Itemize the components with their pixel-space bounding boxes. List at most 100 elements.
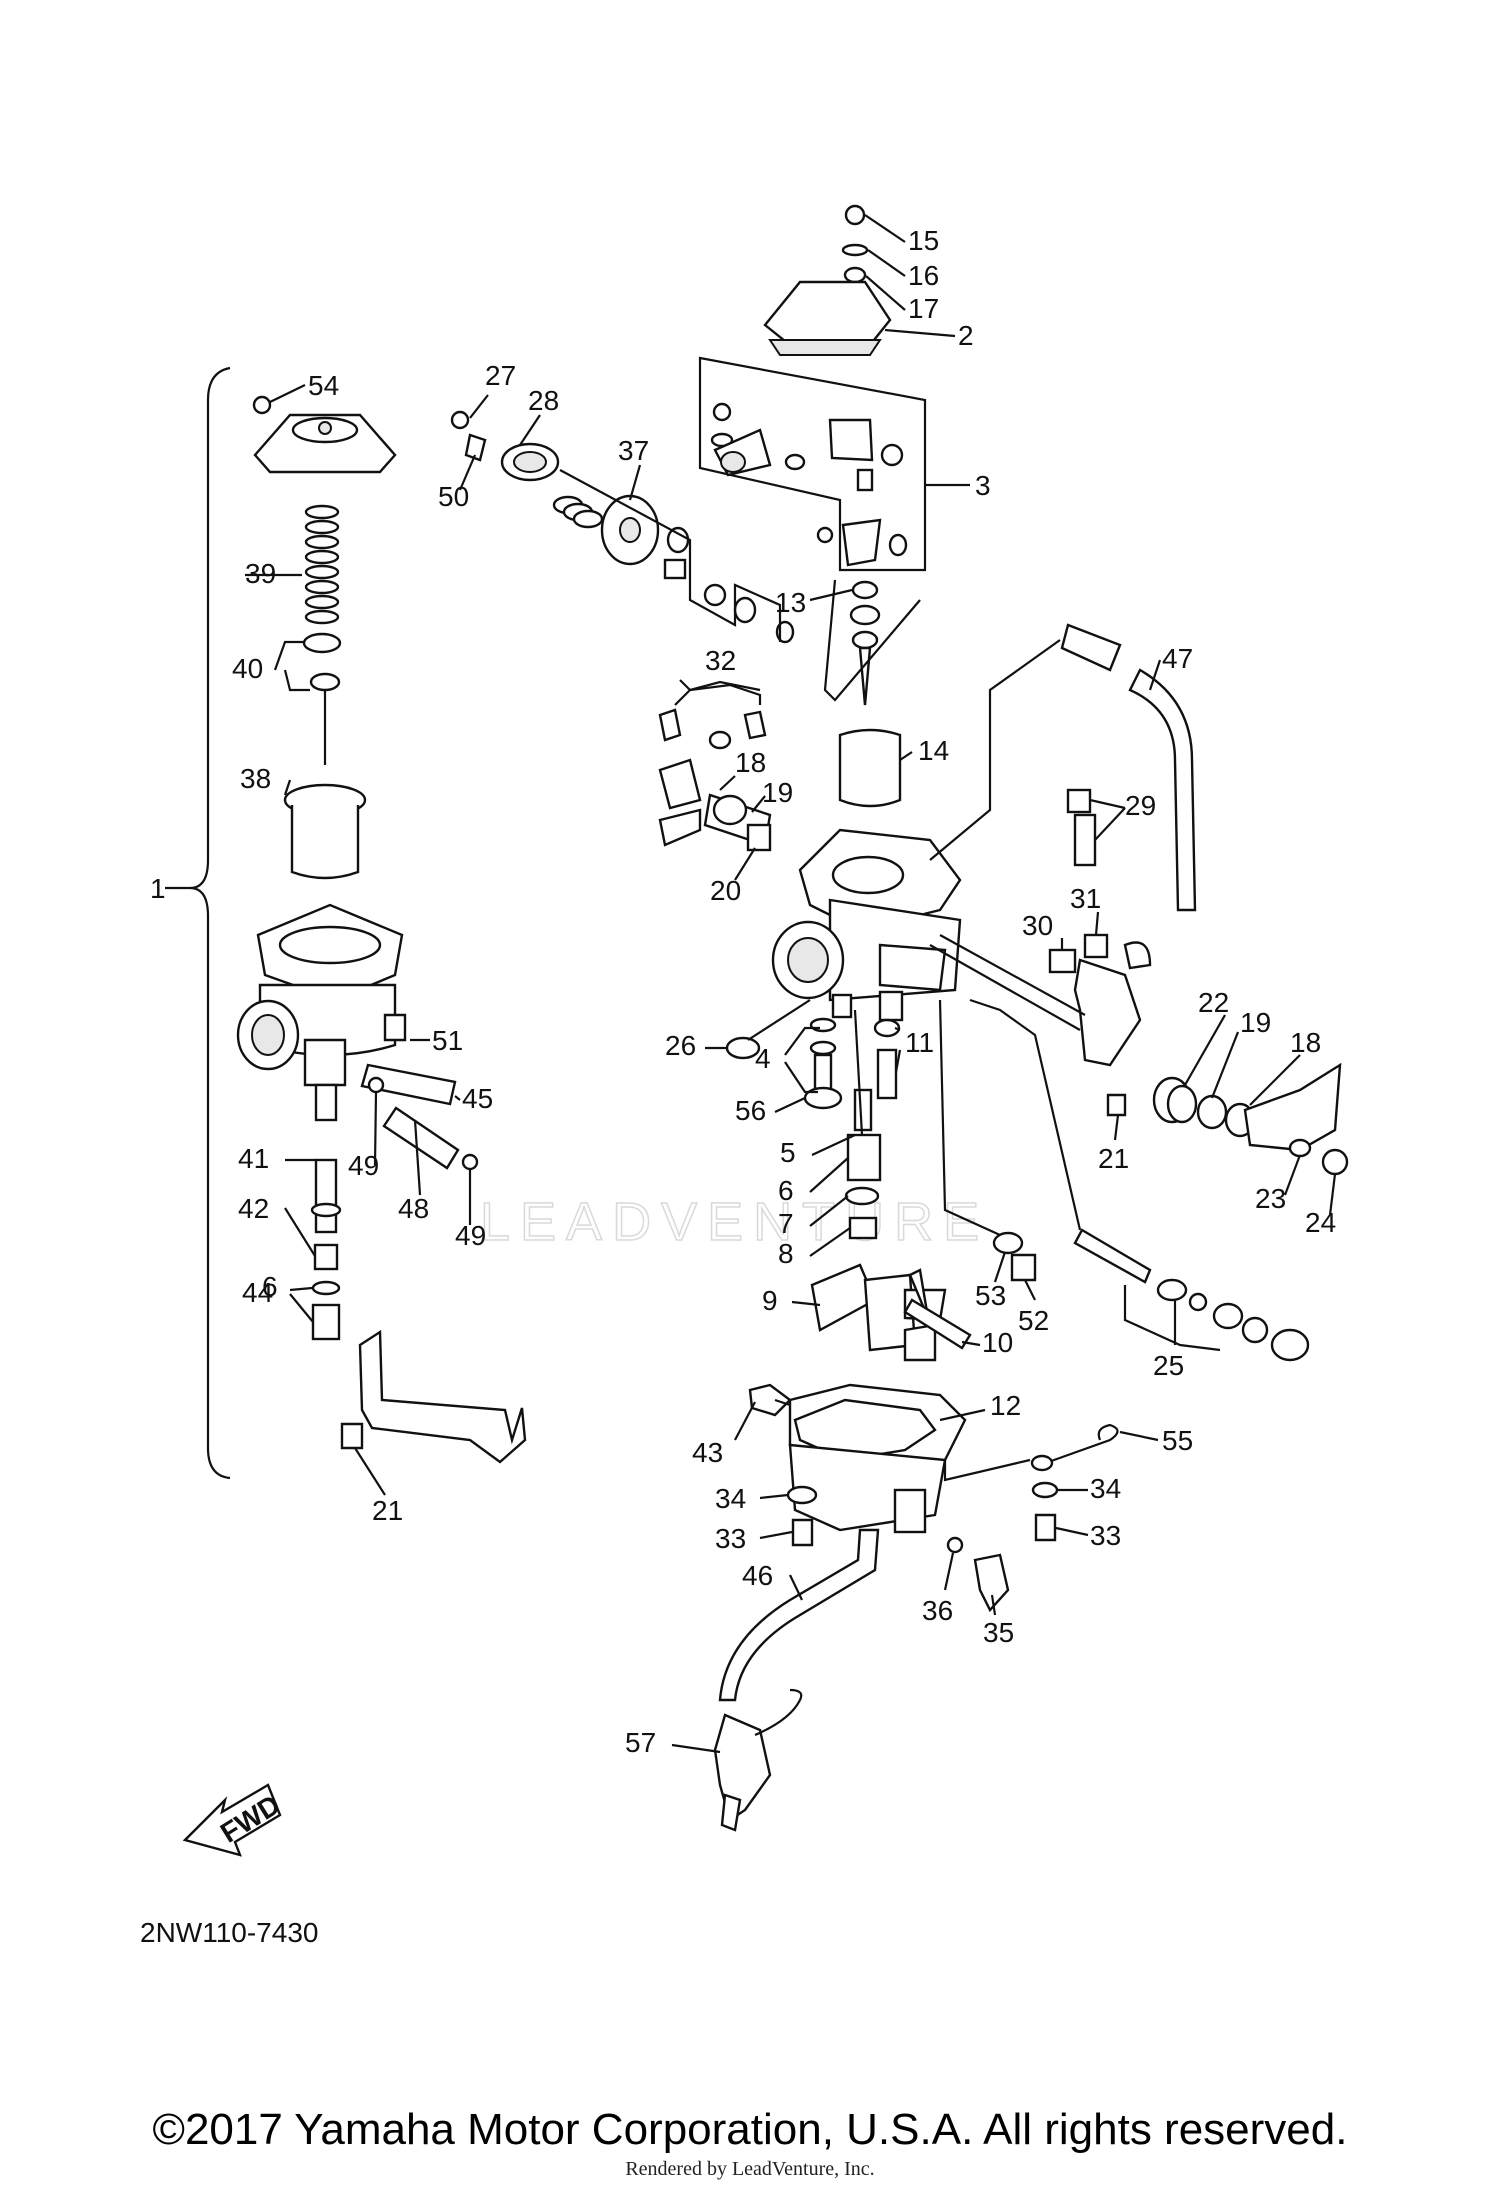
callout-46: 46 [742, 1560, 773, 1591]
washer-34-right [1031, 1481, 1059, 1499]
idle-screw-set [1048, 788, 1152, 974]
jet-holder-41 [314, 1158, 338, 1234]
main-carburetor-body [771, 828, 962, 1022]
callout-18b: 18 [1290, 1027, 1321, 1058]
callout-44: 44 [242, 1277, 273, 1308]
callout-2: 2 [958, 320, 974, 351]
callout-42: 42 [238, 1193, 269, 1224]
callout-33: 33 [715, 1523, 746, 1554]
callout-12: 12 [990, 1390, 1021, 1421]
callout-15: 15 [908, 225, 939, 256]
callout-38: 38 [240, 763, 271, 794]
float-part [810, 1263, 972, 1362]
vent-hose-47b [1128, 668, 1197, 912]
callout-34: 34 [715, 1483, 746, 1514]
callout-36: 36 [922, 1595, 953, 1626]
callout-49b: 49 [455, 1220, 486, 1251]
bracket-3 [698, 356, 927, 572]
callout-48: 48 [398, 1193, 429, 1224]
callout-17: 17 [908, 293, 939, 324]
screw-21-left [340, 1422, 364, 1450]
callout-7: 7 [778, 1208, 794, 1239]
callout-19b: 19 [1240, 1007, 1271, 1038]
callout-31: 31 [1070, 883, 1101, 914]
callout-26: 26 [665, 1030, 696, 1061]
callout-41: 41 [238, 1143, 269, 1174]
screw-33-right [1034, 1513, 1057, 1542]
callout-14: 14 [918, 735, 949, 766]
callout-54: 54 [308, 370, 339, 401]
callout-labels: 1 2 3 4 5 6 6 7 8 9 10 11 12 13 14 15 16… [150, 225, 1336, 1758]
callout-21b: 21 [372, 1495, 403, 1526]
callout-19: 19 [762, 777, 793, 808]
drain-screw-35 [973, 1553, 1010, 1613]
callout-47: 47 [1162, 643, 1193, 674]
jet-set-parts [725, 1017, 901, 1240]
rendered-by-notice: Rendered by LeadVenture, Inc. [625, 2158, 875, 2180]
callout-1: 1 [150, 873, 166, 904]
jet-42 [313, 1243, 339, 1271]
callout-50: 50 [438, 481, 469, 512]
callout-40: 40 [232, 653, 263, 684]
accelerator-pump-cover [450, 410, 795, 644]
callout-22: 22 [1198, 987, 1229, 1018]
callout-52: 52 [1018, 1305, 1049, 1336]
choke-lever-right [1152, 1062, 1349, 1176]
jet-needle-part [302, 632, 342, 765]
top-cover-part [252, 395, 397, 474]
callout-9: 9 [762, 1285, 778, 1316]
callout-35: 35 [983, 1617, 1014, 1648]
washer-53 [992, 1231, 1024, 1255]
left-carburetor-body [236, 903, 404, 1122]
needle-valve-set [838, 580, 902, 808]
callout-45: 45 [462, 1083, 493, 1114]
callout-53: 53 [975, 1280, 1006, 1311]
callout-8: 8 [778, 1238, 794, 1269]
tube-45 [360, 1063, 457, 1106]
tube-48 [382, 1106, 460, 1170]
spring-part [304, 504, 340, 625]
callout-6b: 6 [262, 1271, 278, 1302]
screw-51 [383, 1013, 407, 1042]
callout-57: 57 [625, 1727, 656, 1758]
carb-cover-assembly [763, 204, 892, 356]
watermark-text: LEADVENTURE [480, 1192, 989, 1252]
callout-51: 51 [432, 1025, 463, 1056]
callout-18: 18 [735, 747, 766, 778]
callout-43: 43 [692, 1437, 723, 1468]
leader-lines [245, 214, 1337, 1754]
piston-valve-part [283, 783, 367, 880]
callout-56: 56 [735, 1095, 766, 1126]
callout-37: 37 [618, 435, 649, 466]
callout-23: 23 [1255, 1183, 1286, 1214]
callout-49: 49 [348, 1150, 379, 1181]
throttle-link-parts [710, 402, 908, 567]
callout-5: 5 [780, 1137, 796, 1168]
callout-33b: 33 [1090, 1520, 1121, 1551]
mounting-bracket [358, 1329, 527, 1464]
vent-hose-47 [1060, 623, 1122, 672]
callout-16: 16 [908, 260, 939, 291]
pilot-screw-set [1073, 1228, 1310, 1362]
callout-39: 39 [245, 558, 276, 589]
callout-13: 13 [775, 587, 806, 618]
fwd-arrow-icon: FWD [182, 1783, 285, 1857]
callout-30: 30 [1022, 910, 1053, 941]
diagram-code: 2NW110-7430 [140, 1917, 318, 1948]
callout-28: 28 [528, 385, 559, 416]
clip-55 [1039, 1423, 1119, 1467]
callout-55: 55 [1162, 1425, 1193, 1456]
drain-hose-46 [718, 1528, 880, 1702]
callout-11: 11 [905, 1027, 934, 1058]
callout-6: 6 [778, 1175, 794, 1206]
bolt-52 [1010, 1253, 1037, 1282]
plug-44 [311, 1303, 341, 1341]
callout-21: 21 [1098, 1143, 1129, 1174]
copyright-notice: ©2017 Yamaha Motor Corporation, U.S.A. A… [152, 2105, 1348, 2154]
throttle-lever-plate [1073, 958, 1142, 1067]
choke-assembly [658, 708, 772, 852]
assembly-bracket [189, 366, 231, 1480]
callout-3: 3 [975, 470, 991, 501]
washer-34-left [786, 1485, 818, 1505]
